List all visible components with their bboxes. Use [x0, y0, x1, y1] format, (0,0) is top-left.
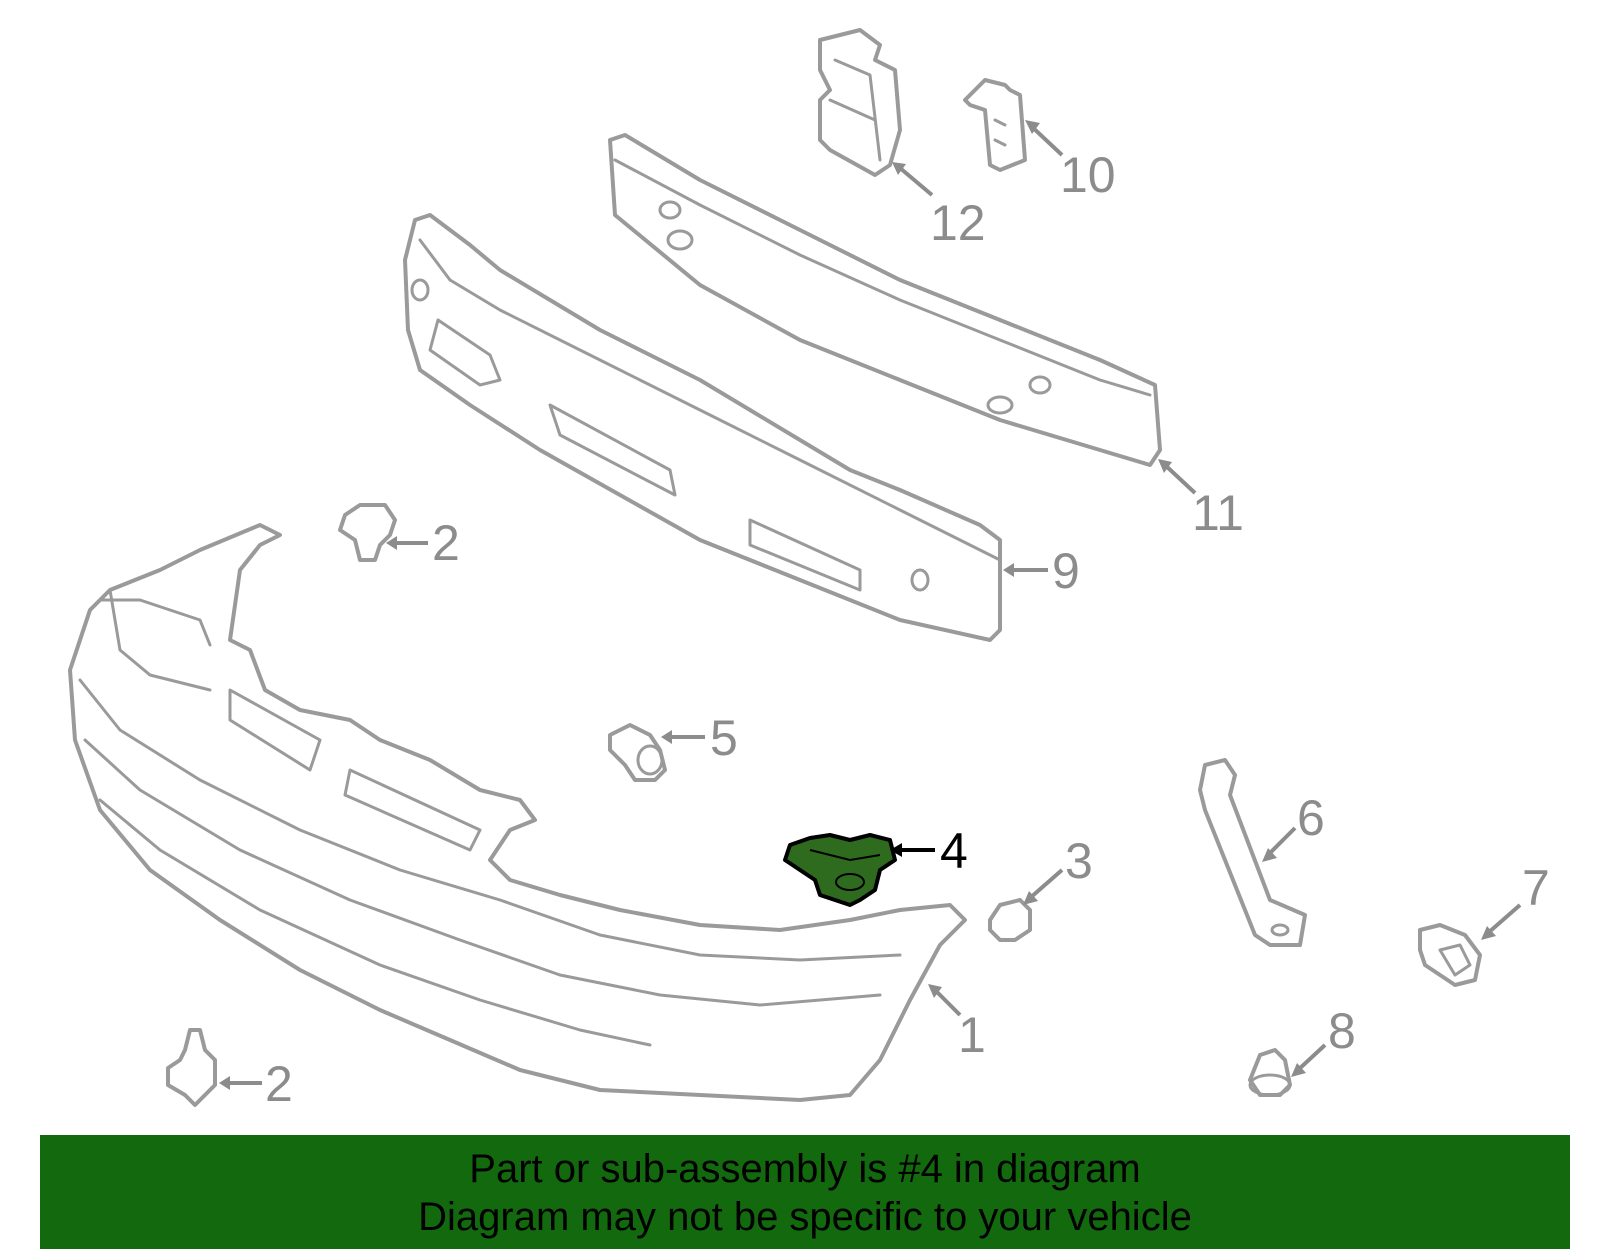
callout-5: 5: [661, 710, 738, 766]
callout-2-bottom: 2: [219, 1056, 293, 1112]
banner-line-disclaimer: Diagram may not be specific to your vehi…: [418, 1195, 1192, 1239]
part-3-clip: [988, 898, 1032, 942]
part-9-absorber: [403, 213, 1002, 642]
callout-11: 11: [1158, 459, 1244, 541]
callout-8: 8: [1291, 1003, 1356, 1077]
callout-6: 6: [1262, 790, 1325, 862]
callout-4-label: 4: [940, 823, 968, 879]
part-4-bracket-highlight: [783, 833, 897, 907]
callout-4: 4: [890, 823, 968, 879]
callout-7-label: 7: [1522, 860, 1550, 916]
part-10-bracket: [963, 78, 1027, 172]
part-12-bracket: [818, 28, 902, 177]
callout-5-label: 5: [710, 710, 738, 766]
callout-1-label: 1: [958, 1007, 986, 1063]
callout-12: 12: [892, 162, 986, 251]
callout-7: 7: [1481, 860, 1550, 940]
part-5-clip: [608, 723, 667, 782]
callout-2-top-label: 2: [432, 515, 460, 571]
callout-9: 9: [1003, 543, 1080, 599]
callout-8-label: 8: [1328, 1003, 1356, 1059]
callout-12-label: 12: [930, 195, 986, 251]
part-2-clip-top: [338, 503, 397, 562]
callout-3: 3: [1023, 833, 1093, 905]
banner-line-part: Part or sub-assembly is #4 in diagram: [469, 1147, 1141, 1191]
part-11-reinforcement: [608, 133, 1162, 467]
part-6-brace: [1198, 758, 1307, 947]
callout-3-label: 3: [1065, 833, 1093, 889]
part-7-bolt: [1418, 923, 1482, 987]
callout-1: 1: [928, 984, 986, 1063]
callout-2-bottom-label: 2: [265, 1056, 293, 1112]
part-2-clip-bottom: [166, 1028, 217, 1107]
info-banner: Part or sub-assembly is #4 in diagram Di…: [40, 1135, 1570, 1249]
callout-11-label: 11: [1192, 485, 1244, 541]
callout-10: 10: [1025, 120, 1116, 203]
callout-6-label: 6: [1297, 790, 1325, 846]
callout-2-top: 2: [386, 515, 460, 571]
part-1-bumper-cover: [68, 523, 967, 1102]
callout-10-label: 10: [1060, 147, 1116, 203]
callout-9-label: 9: [1052, 543, 1080, 599]
part-8-nut-clip: [1248, 1048, 1292, 1097]
